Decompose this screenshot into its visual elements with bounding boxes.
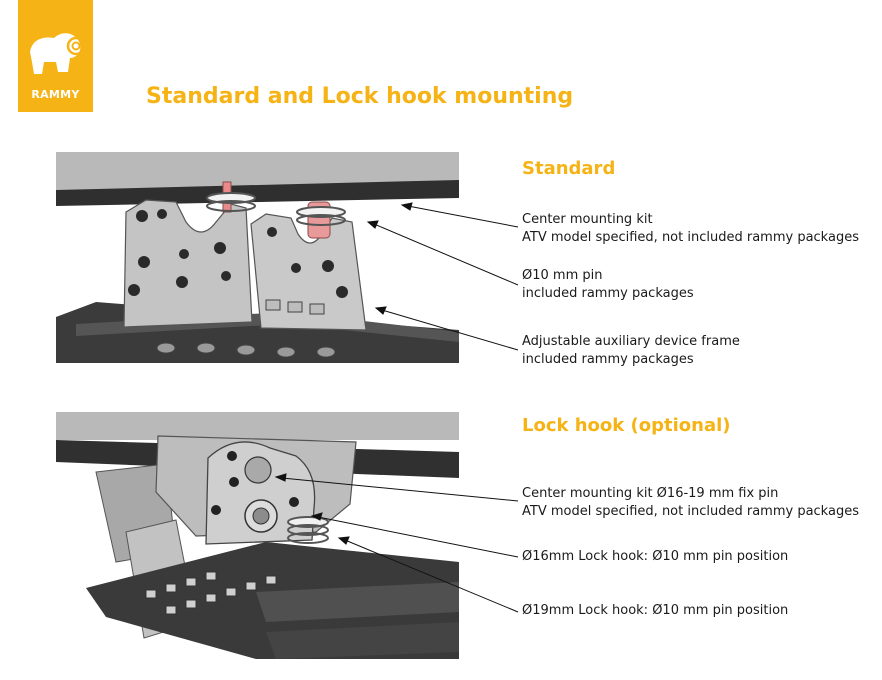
callout-line: Adjustable auxiliary device frame: [522, 334, 740, 349]
callout-device-frame: Adjustable auxiliary device frame includ…: [522, 333, 740, 369]
section-heading-standard: Standard: [522, 158, 616, 179]
callout-center-mounting-kit-fix-pin: Center mounting kit Ø16-19 mm fix pin AT…: [522, 485, 859, 521]
callout-line: Ø16mm Lock hook: Ø10 mm pin position: [522, 549, 789, 564]
callout-19mm-lock-hook: Ø19mm Lock hook: Ø10 mm pin position: [522, 602, 788, 620]
callout-line: Center mounting kit: [522, 212, 653, 227]
callout-line: Ø19mm Lock hook: Ø10 mm pin position: [522, 603, 789, 618]
section-heading-lock-hook: Lock hook (optional): [522, 415, 731, 436]
callout-line: included rammy packages: [522, 286, 694, 301]
standard-mount-image: [56, 152, 459, 363]
callout-line: ATV model specified, not included rammy …: [522, 504, 859, 519]
callout-center-mounting-kit: Center mounting kit ATV model specified,…: [522, 211, 859, 247]
callout-16mm-lock-hook: Ø16mm Lock hook: Ø10 mm pin position: [522, 548, 788, 566]
page-title: Standard and Lock hook mounting: [146, 84, 574, 109]
callout-line: Ø10 mm pin: [522, 268, 603, 283]
callout-line: Center mounting kit Ø16-19 mm fix pin: [522, 486, 779, 501]
callout-line: included rammy packages: [522, 352, 694, 367]
rammy-logo: RAMMY: [18, 0, 93, 112]
callout-pin: Ø10 mm pin included rammy packages: [522, 267, 694, 303]
callout-line: ATV model specified, not included rammy …: [522, 230, 859, 245]
logo-text: RAMMY: [31, 88, 80, 101]
lock-hook-mount-image: [56, 412, 459, 659]
ram-head-icon: [30, 33, 86, 74]
